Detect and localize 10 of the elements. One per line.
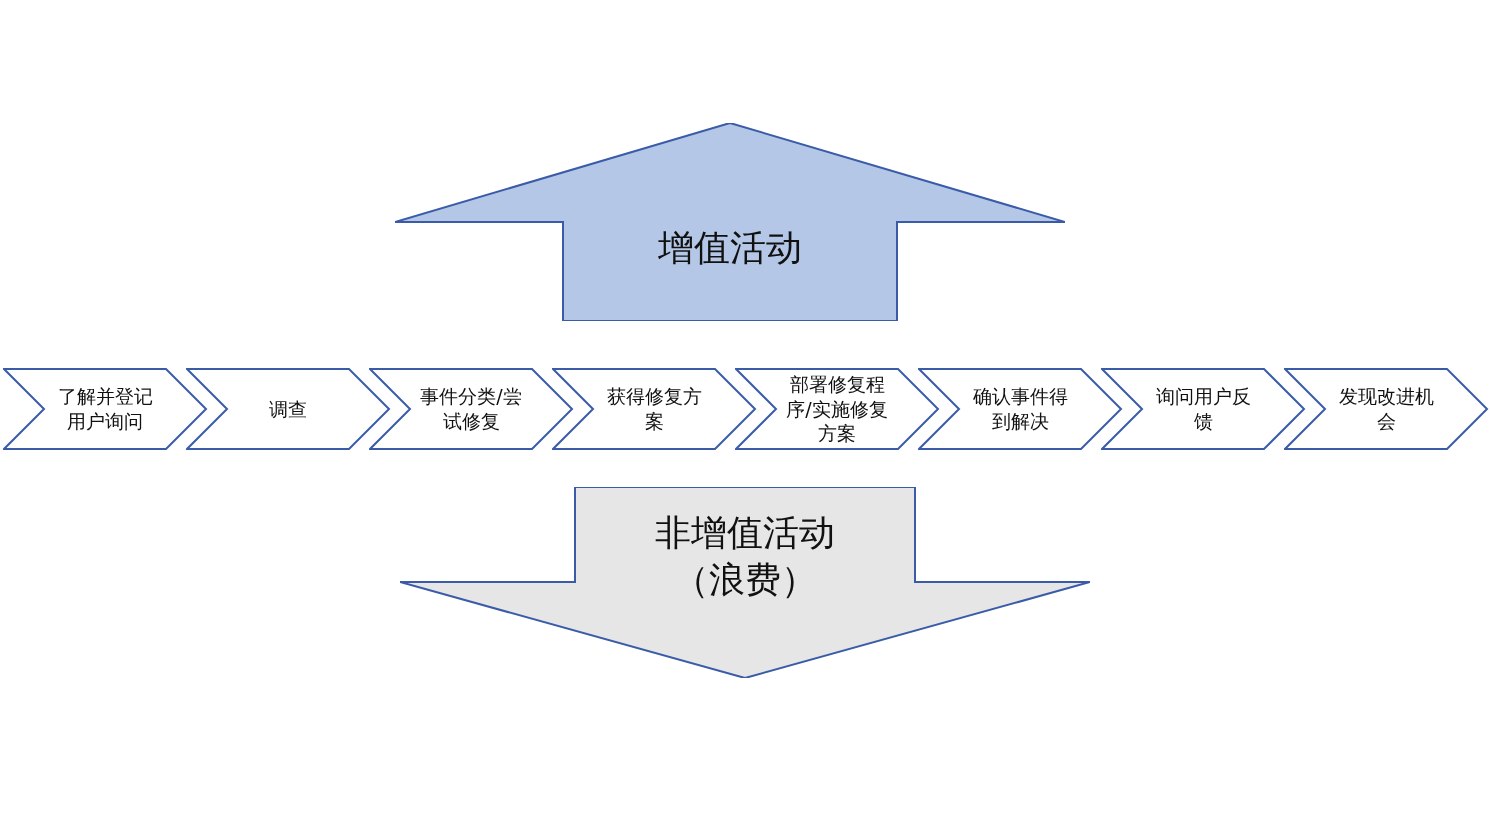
chevron-step: 询问用户反馈 — [1101, 368, 1306, 450]
chevron-step: 获得修复方案 — [552, 368, 757, 450]
chevron-step: 事件分类/尝试修复 — [369, 368, 574, 450]
down-arrow: 非增值活动（浪费） — [400, 487, 1090, 678]
chevron-step: 发现改进机会 — [1284, 368, 1489, 450]
chevron-step: 部署修复程序/实施修复方案 — [735, 368, 940, 450]
up-arrow: 增值活动 — [395, 123, 1065, 321]
chevron-step: 了解并登记用户询问 — [3, 368, 208, 450]
chevron-step: 确认事件得到解决 — [918, 368, 1123, 450]
chevron-step: 调查 — [186, 368, 391, 450]
